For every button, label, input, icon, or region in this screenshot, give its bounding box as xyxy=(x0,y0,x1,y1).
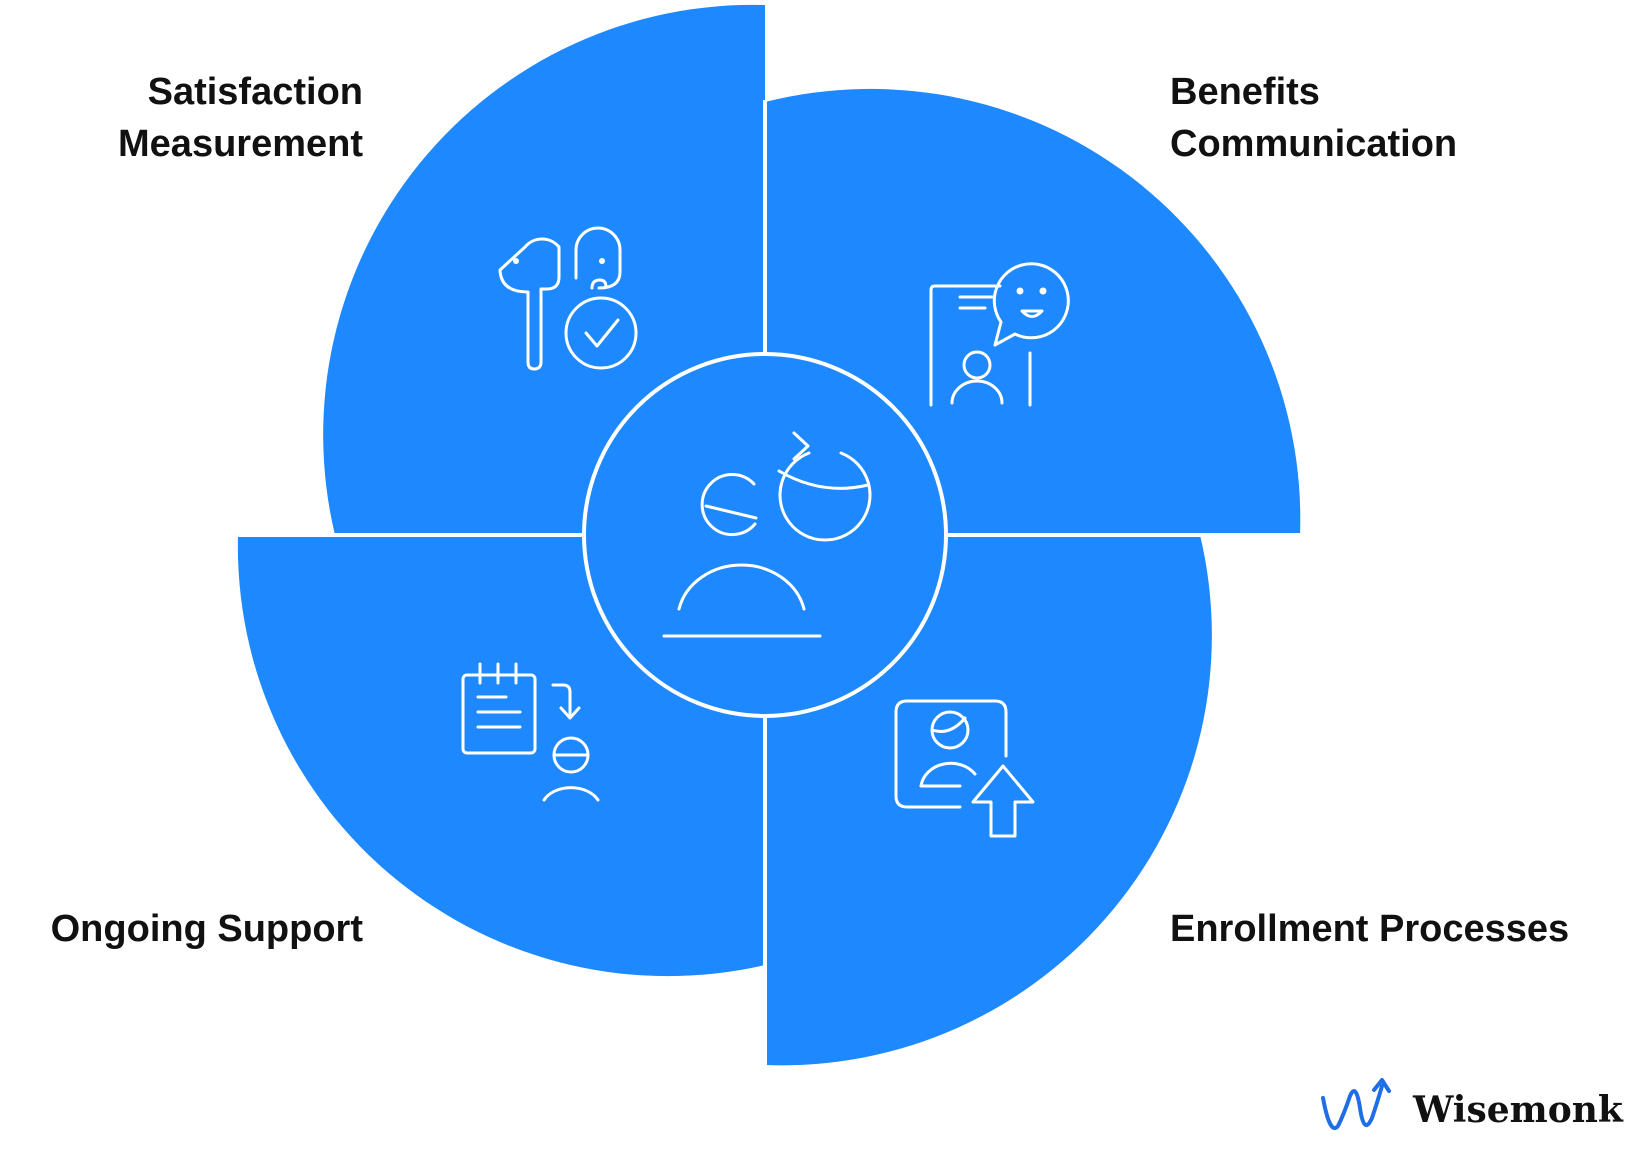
brand-name: Wisemonk xyxy=(1413,1089,1623,1131)
label-line: Ongoing Support xyxy=(50,908,363,950)
label-enrollment-processes: Enrollment Processes xyxy=(1170,903,1569,955)
label-line: Enrollment Processes xyxy=(1170,908,1570,950)
label-line: Satisfaction xyxy=(147,71,363,113)
brand-logo: Wisemonk xyxy=(1320,1078,1623,1138)
users-refresh-icon xyxy=(662,431,872,638)
phone-chat-icon xyxy=(929,262,1070,407)
label-benefits-communication: Benefits Communication xyxy=(1170,66,1457,170)
profile-upload-icon xyxy=(894,699,1035,838)
label-line: Measurement xyxy=(118,123,363,165)
label-ongoing-support: Ongoing Support xyxy=(51,903,363,955)
label-line: Communication xyxy=(1170,123,1458,165)
center-hub xyxy=(582,352,948,718)
label-line: Benefits xyxy=(1170,71,1320,113)
earbuds-check-icon xyxy=(498,226,638,371)
notepad-user-icon xyxy=(461,662,600,802)
label-satisfaction-measurement: Satisfaction Measurement xyxy=(118,66,363,170)
wisemonk-logo-icon xyxy=(1321,1078,1391,1130)
